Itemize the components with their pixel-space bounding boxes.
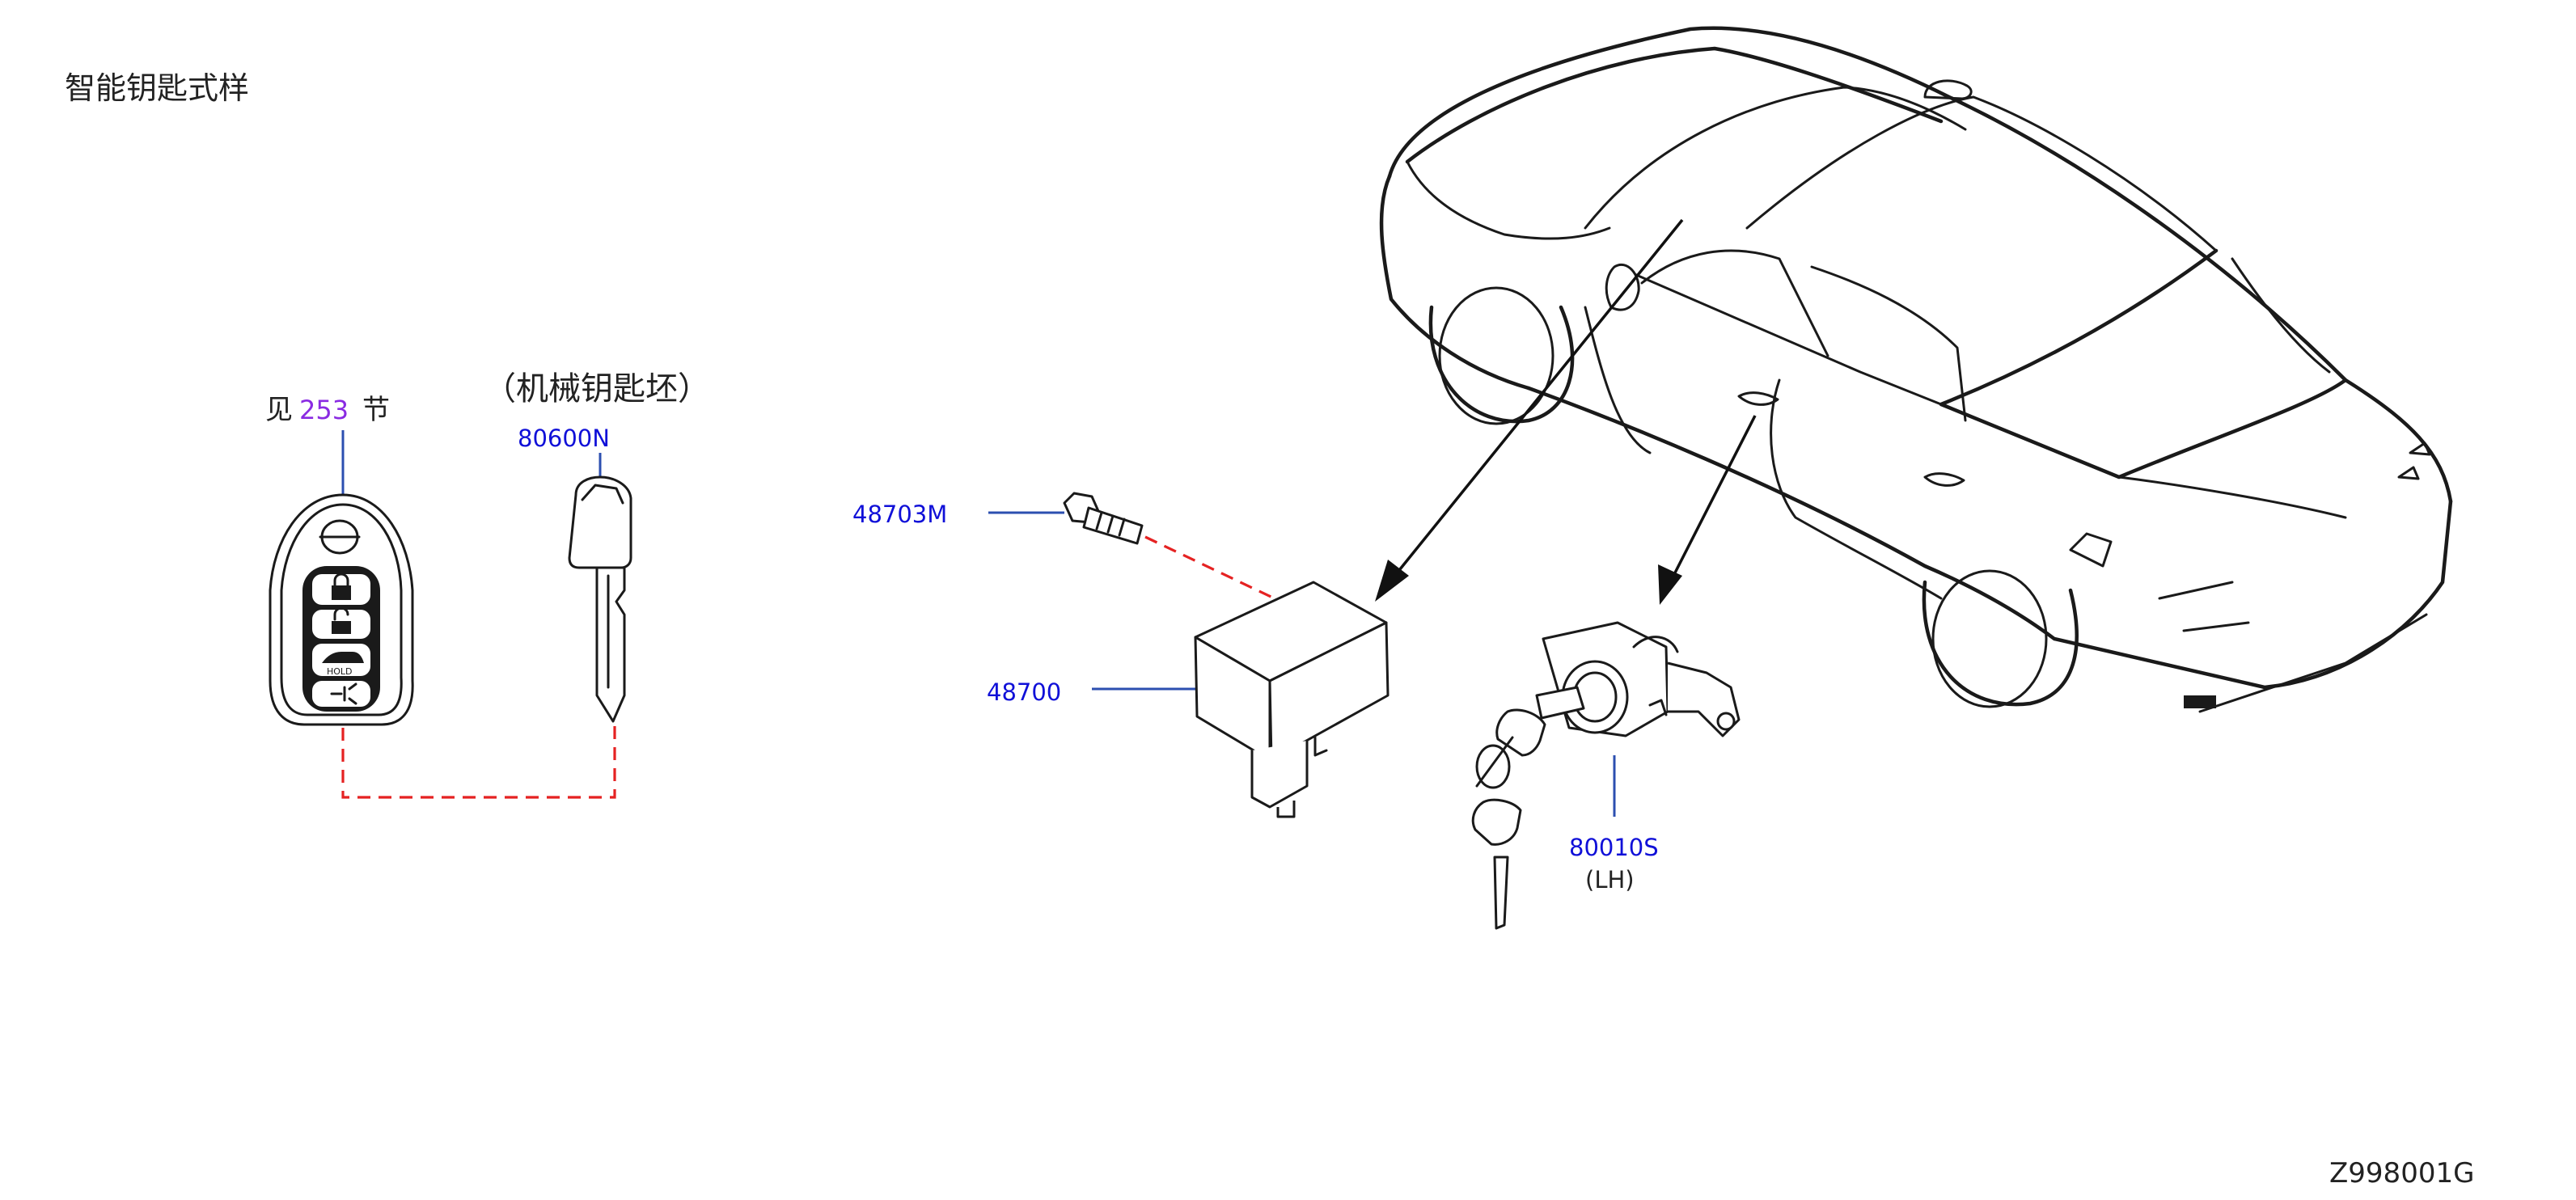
part-80010S[interactable]: 80010S [1569,834,1659,861]
part-80600N[interactable]: 80600N [518,425,610,452]
ref-section-link[interactable]: 253 [299,395,349,425]
diagram-code: Z998001G [2329,1157,2474,1189]
vehicle-outline-illustration [1379,26,2453,713]
blank-key-caption: （机械钥匙坯） [484,370,710,408]
fob-key-dashed-link [341,725,616,799]
part-48700[interactable]: 48700 [987,678,1061,706]
bolt-icon [1063,492,1144,545]
hold-text: HOLD [327,666,353,677]
bolt-module-dashed-link [1144,535,1282,603]
door-handle-front [1737,391,1779,406]
ref-note-prefix: 见 [265,394,293,426]
arrow-to-door-lock [1666,415,1757,588]
ref-note-suffix: 节 [362,394,390,426]
blank-key-icon [568,475,632,723]
smart-key-fob: HOLD [269,493,414,726]
door-lock-side: (LH) [1585,866,1635,894]
door-lock-cylinder-icon [1471,621,1741,930]
side-mirror [1605,263,1640,311]
diagram-title: 智能钥匙式样 [65,70,249,106]
door-handle-rear [1923,472,1965,487]
arrow-to-module [1388,218,1684,584]
part-48703M[interactable]: 48703M [852,501,947,528]
module-48700-icon [1194,581,1390,818]
